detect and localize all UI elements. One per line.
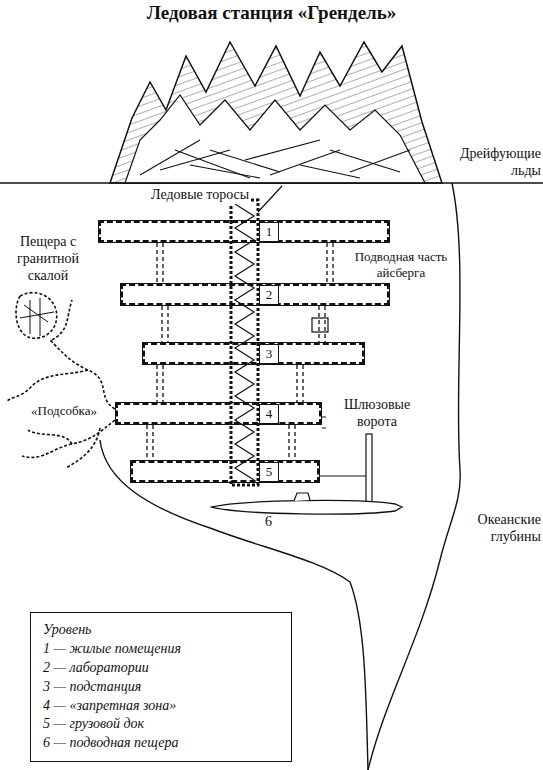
level-number: 3 (259, 344, 279, 364)
level-number: 4 (259, 404, 279, 424)
level-connector (289, 425, 295, 460)
callout-label: Подводная часть айсберга (350, 249, 452, 280)
tunnels (6, 300, 115, 468)
callout-label: Пещера с гранитной скалой (2, 234, 94, 284)
legend-heading: Уровень (43, 621, 279, 640)
level-connector (157, 243, 163, 283)
level-connector (147, 425, 153, 460)
legend-item: 1 — жилые помещения (43, 640, 279, 659)
iceberg-peaks (110, 42, 442, 183)
lock-gate (366, 434, 372, 506)
level-bar: 3 (142, 342, 365, 365)
callout-label: Дрейфующие льды (458, 146, 542, 180)
ice-hummocks (140, 140, 410, 178)
level-bar: 1 (98, 220, 390, 243)
level-connector (297, 365, 303, 402)
hummock-line (258, 186, 282, 212)
granite-rock (16, 293, 57, 339)
level-bar: 5 (130, 460, 320, 483)
level-connector (162, 306, 168, 342)
legend-item: 6 — подводная пещера (43, 734, 279, 753)
submarine-tower (294, 493, 310, 501)
level-bar: 2 (120, 283, 390, 306)
legend-item: 5 — грузовой док (43, 715, 279, 734)
legend-item: 4 — «запретная зона» (43, 697, 279, 716)
callout-label: Океанские глубины (462, 512, 542, 546)
callout-label: Ледовые торосы (150, 187, 250, 204)
level-number: 2 (259, 285, 279, 305)
granite-cracks (20, 298, 54, 336)
callout-label: 6 (264, 514, 273, 531)
level-bar: 4 (115, 402, 322, 425)
level-number: 1 (259, 222, 279, 242)
iceberg-inner (125, 95, 425, 183)
level-connector (327, 243, 333, 283)
level-number: 5 (259, 462, 279, 482)
callout-label: Шлюзовые ворота (326, 397, 428, 431)
legend-item: 3 — подстанция (43, 678, 279, 697)
level-connector (319, 306, 325, 342)
submarine (212, 500, 402, 514)
legend-box: Уровень1 — жилые помещения2 — лаборатори… (30, 612, 292, 762)
ice-surface (0, 182, 543, 184)
dock-line (320, 475, 366, 476)
level-connector (157, 365, 163, 402)
callout-label: «Подсобка» (30, 403, 98, 419)
title: Ледовая станция «Грендель» (0, 2, 543, 24)
legend-item: 2 — лаборатории (43, 659, 279, 678)
